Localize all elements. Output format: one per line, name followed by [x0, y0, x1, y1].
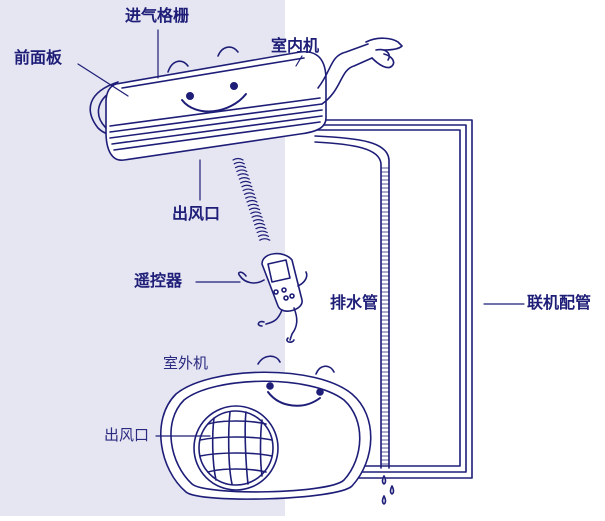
label-front-panel: 前面板	[14, 48, 63, 67]
label-indoor-unit: 室内机	[271, 36, 320, 55]
water-drop	[389, 485, 395, 495]
water-drop	[381, 495, 387, 505]
remote-control	[237, 252, 308, 343]
label-intake-grille: 进气格栅	[125, 6, 190, 25]
connecting-pipes	[299, 119, 473, 479]
label-outdoor-unit: 室外机	[163, 354, 209, 372]
label-connecting-pipe: 联机配管	[527, 293, 592, 312]
airflow-squiggle	[232, 157, 271, 241]
indoor-unit-body	[105, 51, 327, 161]
leader-lines	[77, 29, 525, 437]
label-indoor-outlet: 出风口	[172, 204, 221, 223]
water-drop	[381, 475, 387, 485]
outdoor-fan-grill	[193, 405, 279, 491]
label-remote-control: 遥控器	[134, 271, 183, 290]
indoor-unit	[89, 37, 403, 161]
label-drain-pipe: 排水管	[330, 293, 379, 312]
outdoor-unit	[160, 355, 372, 500]
drain-pipe	[314, 135, 395, 505]
label-outdoor-outlet: 出风口	[104, 426, 150, 444]
